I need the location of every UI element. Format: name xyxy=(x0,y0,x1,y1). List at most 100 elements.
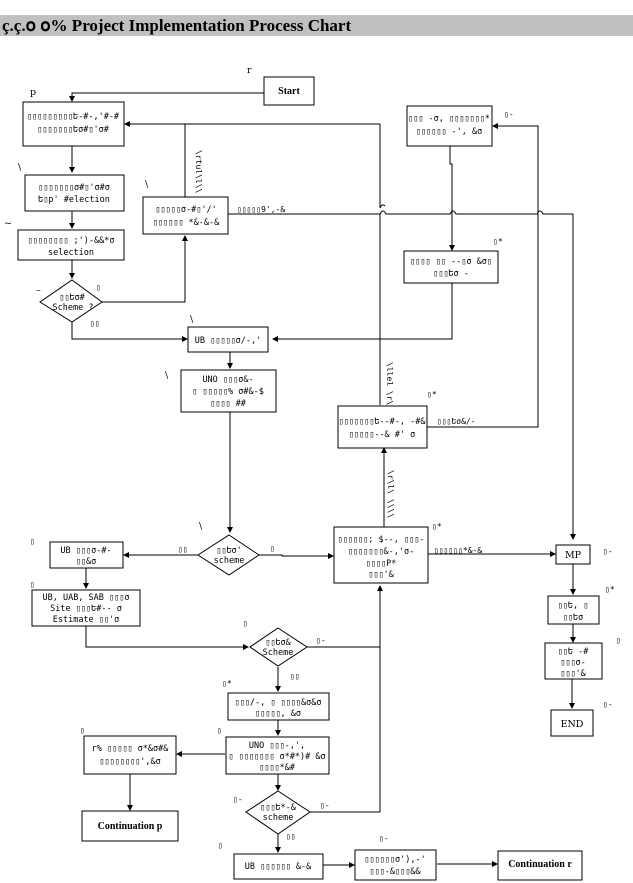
process-box-9[interactable]: ▯▯▯▯▯▯▯Ե--#-, -#& ▯▯▯▯▯--& #' σ xyxy=(337,405,428,449)
svg-text:▯▯▯σ-: ▯▯▯σ- xyxy=(560,658,586,668)
step-marker: ▯- xyxy=(603,700,613,709)
svg-text:Estimate ▯▯'σ: Estimate ▯▯'σ xyxy=(53,615,120,625)
svg-text:▯▯▯▯▯▯▯Ե--#-, -#&: ▯▯▯▯▯▯▯Ե--#-, -#& xyxy=(339,417,427,427)
svg-text:▯▯▯▯▯▯▯▯',&σ: ▯▯▯▯▯▯▯▯',&σ xyxy=(99,757,160,767)
svg-text:selection: selection xyxy=(48,248,94,258)
process-box-17[interactable]: ▯▯▯▯▯▯σ'),-' ▯▯▯-&▯▯▯&& xyxy=(354,849,437,881)
step-marker: ~ xyxy=(4,218,12,229)
process-box-4[interactable]: ▯▯▯▯▯σ-#▯'/' ▯▯▯▯▯▯ *&-&-& xyxy=(142,196,229,235)
no-label: ▯▯ xyxy=(90,319,100,328)
edge-label: \rtul\l\\ xyxy=(194,150,203,194)
step-marker: p xyxy=(30,87,36,98)
process-box-5[interactable]: ▯▯▯ -σ, ▯▯▯▯▯▯▯* ▯▯▯▯▯▯ -', &σ xyxy=(406,105,493,147)
svg-text:UNO ▯▯▯-,',: UNO ▯▯▯-,', xyxy=(249,741,305,751)
svg-text:▯▯▯▯▯--& #' σ: ▯▯▯▯▯--& #' σ xyxy=(349,430,416,440)
step-marker: r xyxy=(247,65,252,76)
svg-text:UB ▯▯▯σ-#-: UB ▯▯▯σ-#- xyxy=(60,546,111,556)
svg-text:▯▯▯-&▯▯▯&&: ▯▯▯-&▯▯▯&& xyxy=(369,867,421,877)
svg-text:▯▯▯▯ ▯▯ --▯σ &σ▯: ▯▯▯▯ ▯▯ --▯σ &σ▯ xyxy=(410,257,492,267)
svg-text:▯▯▯▯▯▯▯&-,'σ-: ▯▯▯▯▯▯▯&-,'σ- xyxy=(348,547,415,557)
no-label: ▯- xyxy=(316,636,326,645)
edge-label: ▯▯▯▯▯9',-& xyxy=(237,205,285,214)
edge-label: \llel \r\ xyxy=(385,362,394,406)
process-box-14[interactable]: UNO ▯▯▯-,', ▯ ▯▯▯▯▯▯▯ σ*#*)# &σ ▯▯▯▯*&# xyxy=(225,736,330,775)
step-marker: ▯ xyxy=(80,726,85,735)
process-box-12[interactable]: UB, UAB, SAB ▯▯▯σ Site ▯▯▯Ե#-- σ Estimat… xyxy=(31,589,141,627)
svg-text:UNO ▯▯▯σ&-: UNO ▯▯▯σ&- xyxy=(202,375,253,385)
svg-text:UB, UAB, SAB ▯▯▯σ: UB, UAB, SAB ▯▯▯σ xyxy=(43,593,130,603)
svg-text:▯▯Ե, ▯: ▯▯Ե, ▯ xyxy=(558,601,589,611)
svg-text:▯▯Եσ': ▯▯Եσ' xyxy=(216,546,242,556)
svg-text:▯▯&σ: ▯▯&σ xyxy=(76,557,96,567)
step-marker: – xyxy=(36,285,41,296)
process-box-16[interactable]: UB ▯▯▯▯▯▯ &-& xyxy=(233,853,324,880)
step-marker: ▯ xyxy=(30,580,35,589)
step-marker: ▯* xyxy=(222,679,232,688)
svg-text:▯▯▯Ե*-&: ▯▯▯Ե*-& xyxy=(260,803,297,813)
start-node[interactable]: Start xyxy=(263,76,315,106)
step-marker: ▯ xyxy=(30,537,35,546)
process-box-11[interactable]: UB ▯▯▯σ-#- ▯▯&σ xyxy=(49,541,124,569)
step-marker: ▯- xyxy=(379,834,389,843)
step-marker: ▯* xyxy=(605,585,615,594)
step-marker: ▯ xyxy=(218,841,223,850)
svg-text:▯▯▯▯▯▯▯▯▯Ե-#-,'#-#: ▯▯▯▯▯▯▯▯▯Ե-#-,'#-# xyxy=(27,112,120,122)
decision-2[interactable]: ▯▯Եσ' scheme xyxy=(197,534,260,576)
svg-text:▯▯▯▯▯σ-#▯'/': ▯▯▯▯▯σ-#▯'/' xyxy=(155,205,216,215)
svg-text:▯▯Ե -#: ▯▯Ե -# xyxy=(558,647,590,657)
step-marker: ▯ xyxy=(616,636,621,645)
svg-text:▯▯▯▯ ##: ▯▯▯▯ ## xyxy=(210,399,247,409)
svg-text:▯ ▯▯▯▯▯% σ#&-$: ▯ ▯▯▯▯▯% σ#&-$ xyxy=(192,387,264,397)
yes-label: ▯▯ xyxy=(178,545,188,554)
svg-text:▯▯▯▯▯▯ *&-&-&: ▯▯▯▯▯▯ *&-&-& xyxy=(153,218,220,228)
decision-1[interactable]: ▯▯Եσ# Scheme ? xyxy=(39,279,103,323)
step-marker: \ xyxy=(165,370,169,381)
svg-text:UB ▯▯▯▯▯▯ &-&: UB ▯▯▯▯▯▯ &-& xyxy=(245,862,312,872)
svg-text:Scheme ?: Scheme ? xyxy=(53,303,94,313)
svg-text:MP: MP xyxy=(565,550,582,561)
edge-label: ▯▯▯Եσ&/- xyxy=(437,417,476,426)
yes-label: ▯▯ xyxy=(290,672,300,681)
process-box-1[interactable]: ▯▯▯▯▯▯▯▯▯Ե-#-,'#-# ▯▯▯▯▯▯▯Եσ#▯'σ# xyxy=(22,101,125,147)
svg-text:Ե▯p' #election: Ե▯p' #election xyxy=(38,195,110,205)
no-label: ▯- xyxy=(320,801,330,810)
svg-text:scheme: scheme xyxy=(214,556,245,566)
step-marker: ▯- xyxy=(504,110,514,119)
svg-text:▯▯▯▯▯▯▯Եσ#▯'σ#: ▯▯▯▯▯▯▯Եσ#▯'σ# xyxy=(37,125,110,135)
svg-text:▯▯▯▯▯▯▯σ#▯'σ#σ: ▯▯▯▯▯▯▯σ#▯'σ#σ xyxy=(38,183,110,193)
process-box-15[interactable]: r% ▯▯▯▯▯ σ*&σ#& ▯▯▯▯▯▯▯▯',&σ xyxy=(83,735,177,775)
process-box-7[interactable]: UB ▯▯▯▯▯σ/-,' xyxy=(187,326,269,353)
decision-3[interactable]: ▯▯Եσ& Scheme xyxy=(249,627,308,667)
svg-text:▯▯▯ -σ, ▯▯▯▯▯▯▯*: ▯▯▯ -σ, ▯▯▯▯▯▯▯* xyxy=(408,114,490,124)
process-box-13[interactable]: ▯▯▯/-, ▯ ▯▯▯▯&σ&σ ▯▯▯▯▯, &σ xyxy=(227,692,330,721)
process-box-8[interactable]: UNO ▯▯▯σ&- ▯ ▯▯▯▯▯% σ#&-$ ▯▯▯▯ ## xyxy=(180,369,277,413)
process-box-18[interactable]: ▯▯Ե, ▯ ▯▯Եσ xyxy=(547,595,600,625)
svg-text:▯▯Եσ: ▯▯Եσ xyxy=(563,613,583,623)
step-marker: ▯- xyxy=(603,547,613,556)
step-marker: \ xyxy=(190,314,194,325)
process-box-10[interactable]: ▯▯▯▯▯▯; $--, ▯▯▯- ▯▯▯▯▯▯▯&-,'σ- ▯▯▯▯P* ▯… xyxy=(333,526,429,584)
decision-4[interactable]: ▯▯▯Ե*-& scheme xyxy=(245,790,311,835)
svg-text:▯▯Եσ#: ▯▯Եσ# xyxy=(59,293,85,303)
svg-text:Site ▯▯▯Ե#-- σ: Site ▯▯▯Ե#-- σ xyxy=(50,604,122,614)
svg-text:Continuation r: Continuation r xyxy=(508,859,572,870)
svg-text:Start: Start xyxy=(278,86,300,97)
svg-text:▯▯▯Եσ -: ▯▯▯Եσ - xyxy=(433,269,469,279)
continuation-r-node[interactable]: Continuation r xyxy=(497,850,583,881)
yes-label: ▯ xyxy=(96,283,101,292)
section-title-bar: ç.ç.օ օ% Project Implementation Process … xyxy=(0,15,633,36)
step-marker: ▯* xyxy=(493,237,503,246)
process-box-6[interactable]: ▯▯▯▯ ▯▯ --▯σ &σ▯ ▯▯▯Եσ - xyxy=(403,250,499,284)
yes-label: ▯▯ xyxy=(286,832,296,841)
svg-text:▯ ▯▯▯▯▯▯▯ σ*#*)# &σ: ▯ ▯▯▯▯▯▯▯ σ*#*)# &σ xyxy=(228,752,325,762)
process-box-19[interactable]: ▯▯Ե -# ▯▯▯σ- ▯▯▯'& xyxy=(544,642,603,680)
step-marker: \ xyxy=(145,179,149,190)
svg-text:▯▯▯'&: ▯▯▯'& xyxy=(368,570,394,580)
continuation-p-node[interactable]: Continuation p xyxy=(81,810,179,842)
step-marker: ▯ xyxy=(243,619,248,628)
step-marker: \ xyxy=(18,162,22,173)
mp-node[interactable]: MP xyxy=(555,544,591,565)
process-box-3[interactable]: ▯▯▯▯▯▯▯▯ ;')-&&*σ selection xyxy=(17,229,125,261)
process-box-2[interactable]: ▯▯▯▯▯▯▯σ#▯'σ#σ Ե▯p' #election xyxy=(24,174,125,212)
end-node[interactable]: END xyxy=(550,709,594,737)
